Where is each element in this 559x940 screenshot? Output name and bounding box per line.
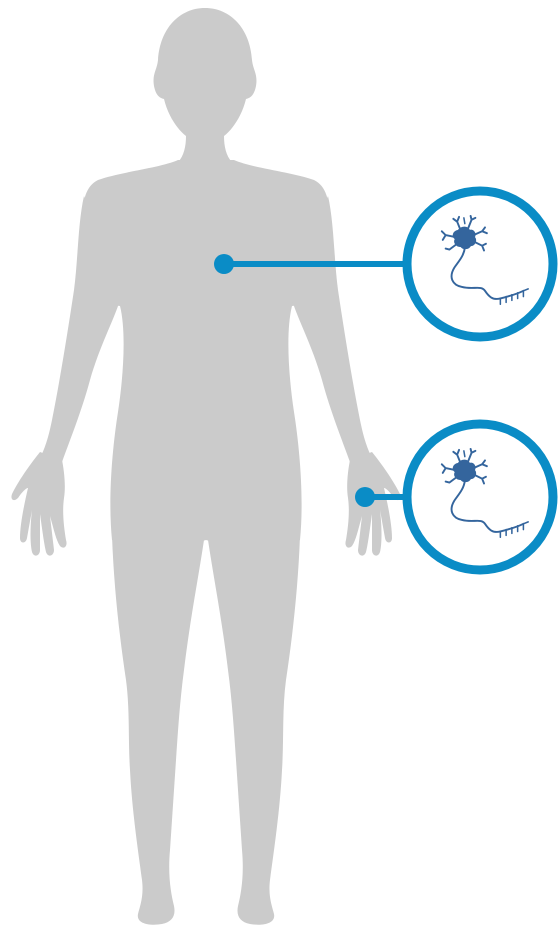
- torso-shape: [76, 160, 336, 546]
- callout-ring: [407, 424, 553, 570]
- right-hand-shape: [345, 452, 400, 556]
- left-hand-shape: [11, 452, 66, 556]
- left-leg-shape: [112, 536, 204, 925]
- human-body-silhouette-icon: [11, 8, 400, 925]
- callout-ring: [407, 191, 553, 337]
- head-shape: [154, 8, 257, 162]
- callout-hand: [355, 424, 553, 570]
- right-leg-shape: [208, 536, 300, 925]
